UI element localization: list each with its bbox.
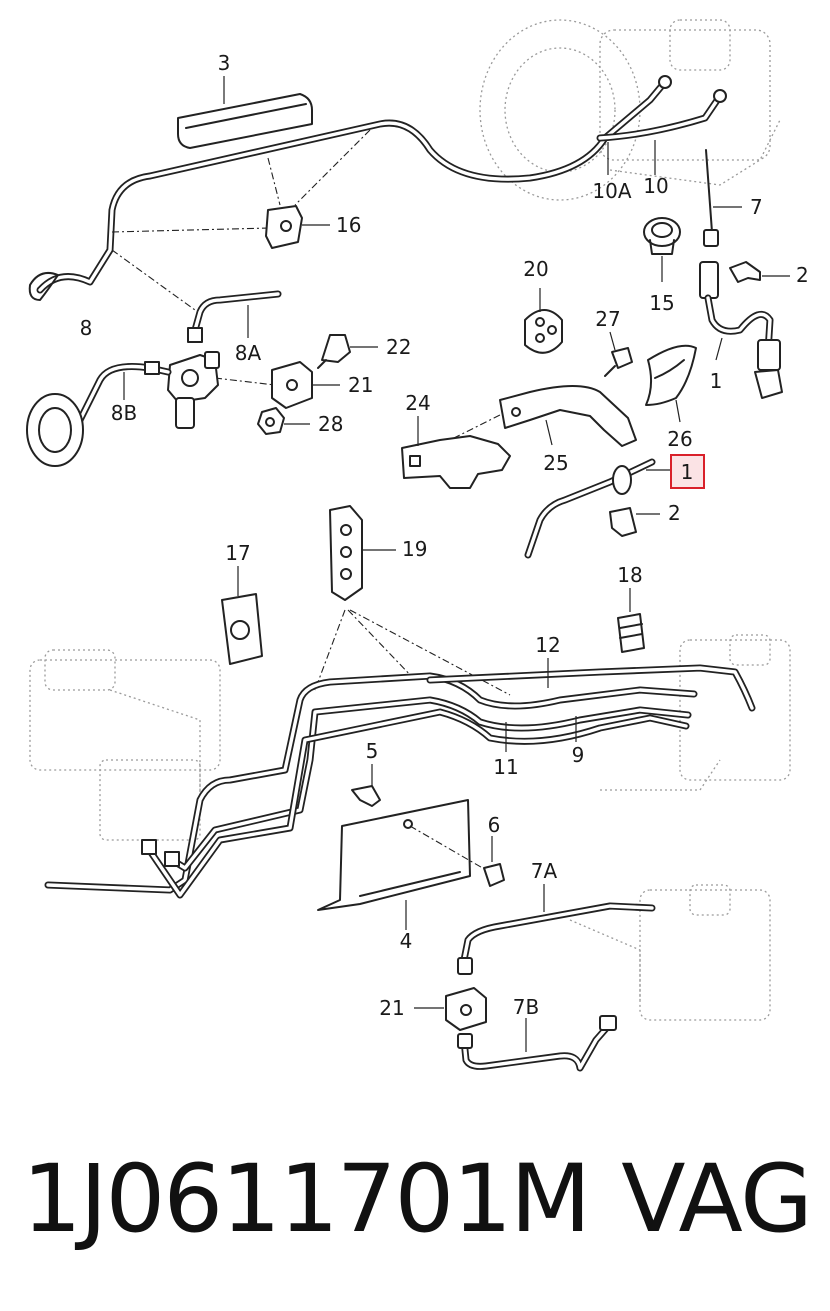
label-1-highlighted: 1 — [681, 460, 694, 484]
part-4-shield-plate — [317, 799, 471, 930]
part-17-holder — [221, 566, 263, 665]
part-8b-line — [26, 361, 172, 467]
part-24-bracket — [401, 416, 511, 489]
label-16: 16 — [336, 213, 361, 237]
part-1-brake-line-highlighted — [524, 458, 670, 559]
label-15: 15 — [649, 291, 674, 315]
part-2-clip-upper — [729, 261, 790, 283]
label-7: 7 — [750, 195, 763, 219]
part-26-shield — [645, 344, 697, 423]
callout-labels: 3 16 8 8A 8B 22 21 28 10A 10 7 2 15 20 2… — [80, 51, 809, 1020]
part-2-clip-lower — [609, 507, 660, 537]
part-7b-line — [457, 1015, 617, 1072]
part-21-block — [271, 361, 340, 409]
label-7a: 7A — [531, 859, 558, 883]
ghost-brake-booster-top — [479, 19, 781, 201]
label-2-lower: 2 — [668, 501, 681, 525]
label-21: 21 — [348, 373, 373, 397]
label-2-upper: 2 — [796, 263, 809, 287]
label-8: 8 — [80, 316, 93, 340]
part-25-bracket — [499, 385, 637, 447]
part-6-bolt — [409, 825, 505, 887]
brake-lines-lower — [44, 658, 756, 899]
label-5: 5 — [366, 739, 379, 763]
label-18: 18 — [617, 563, 642, 587]
label-11: 11 — [493, 755, 518, 779]
assembly-leader-lines — [111, 129, 511, 696]
part-28-nut — [257, 407, 310, 435]
part-20-rubber-mount — [524, 288, 563, 354]
part-19-clip-strip — [329, 505, 396, 601]
label-26: 26 — [667, 427, 692, 451]
label-20: 20 — [523, 257, 548, 281]
part-3-heat-shield — [177, 76, 313, 149]
pressure-regulator-valve — [167, 351, 220, 429]
label-3: 3 — [218, 51, 231, 75]
part-8a-line — [187, 290, 282, 343]
label-24: 24 — [405, 391, 430, 415]
part-7a-line — [457, 884, 656, 975]
label-6: 6 — [488, 813, 501, 837]
part-16-clip — [265, 205, 330, 249]
ghost-master-cylinder-left — [29, 649, 221, 841]
label-9: 9 — [572, 743, 585, 767]
label-10: 10 — [643, 174, 668, 198]
part-5-bracket — [351, 764, 381, 807]
exploded-parts-diagram: 3 16 8 8A 8B 22 21 28 10A 10 7 2 15 20 2… — [26, 19, 809, 1072]
part-1-brake-hose-upper — [699, 261, 783, 399]
label-12: 12 — [535, 633, 560, 657]
part-27-bolt — [604, 331, 633, 377]
part-15-grommet — [643, 217, 681, 282]
label-10a: 10A — [592, 179, 631, 203]
label-1-upper: 1 — [710, 369, 723, 393]
part-7-line — [703, 149, 742, 247]
part-22-bleeder-screw — [317, 334, 378, 369]
ghost-abs-unit-bottom — [569, 884, 771, 1021]
ghost-abs-unit-right — [600, 634, 791, 791]
brand-name: VAG — [621, 1145, 813, 1254]
part-18-spring-clip — [617, 588, 645, 653]
part-number: 1J0611701M — [22, 1145, 591, 1254]
labels-10-leaders — [607, 140, 656, 175]
label-17: 17 — [225, 541, 250, 565]
label-4: 4 — [400, 929, 413, 953]
brake-line-upper — [28, 75, 727, 301]
label-19: 19 — [402, 537, 427, 561]
label-25: 25 — [543, 451, 568, 475]
part-21-block-lower — [414, 987, 487, 1031]
label-21-lower: 21 — [379, 996, 404, 1020]
label-28: 28 — [318, 412, 343, 436]
label-8b: 8B — [111, 401, 137, 425]
highlight-box — [670, 454, 705, 489]
label-7b: 7B — [513, 995, 539, 1019]
label-27: 27 — [595, 307, 620, 331]
label-22: 22 — [386, 335, 411, 359]
label-8a: 8A — [235, 341, 262, 365]
